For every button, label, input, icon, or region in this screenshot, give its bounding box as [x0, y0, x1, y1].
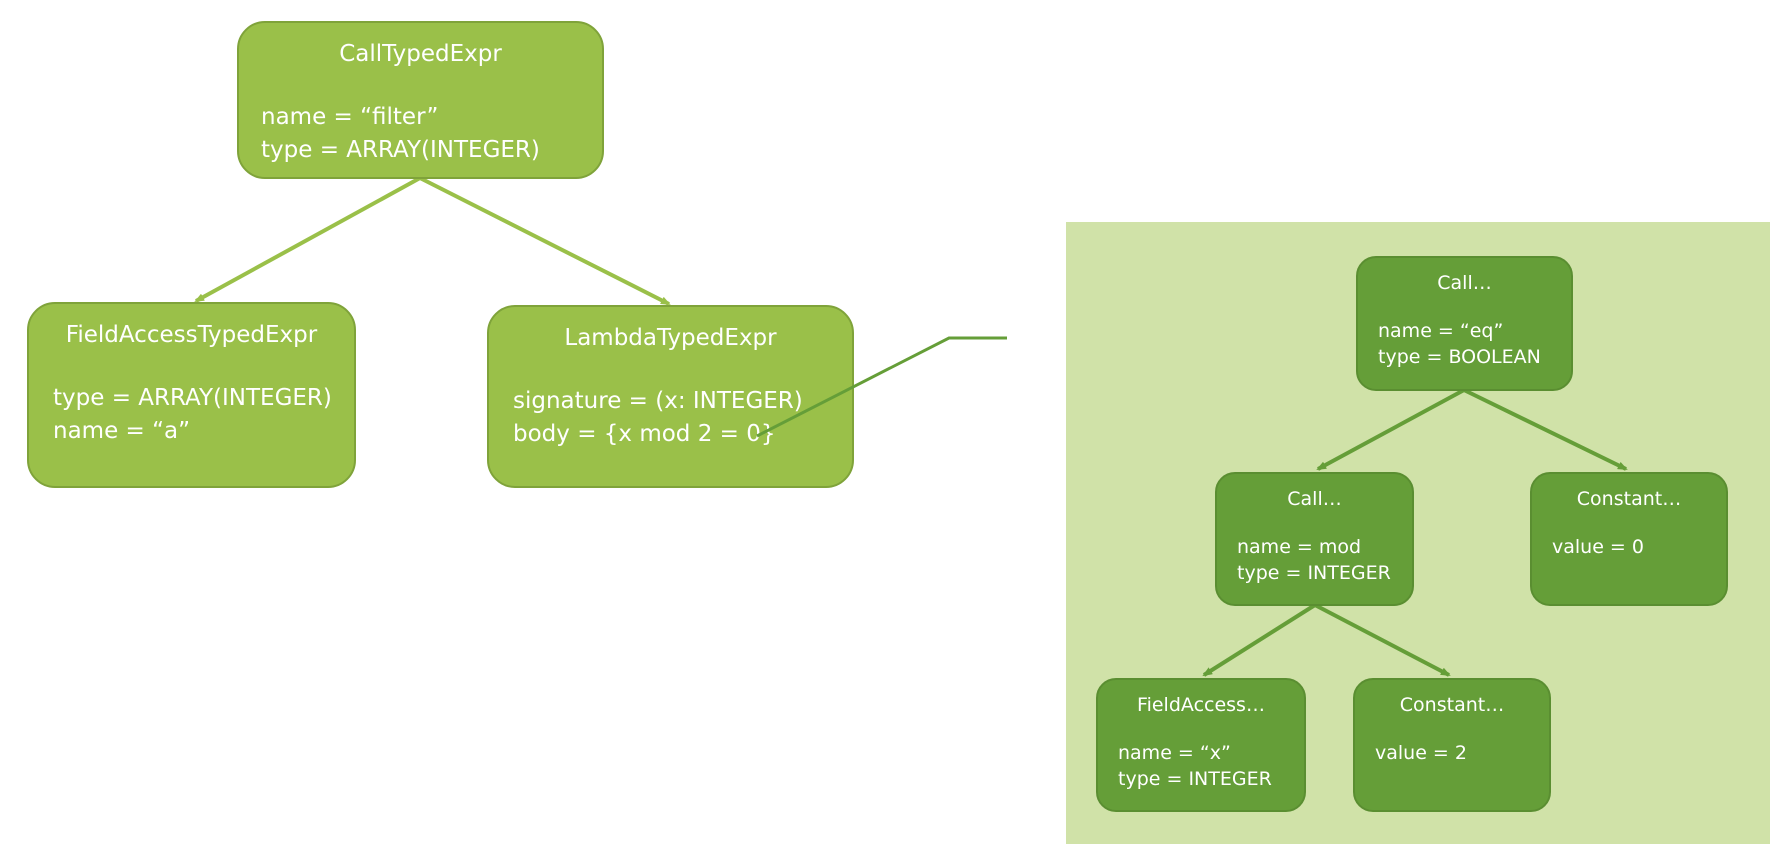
edge-mod-to-field-access-x [1202, 603, 1317, 677]
edge-eq-to-mod [1316, 388, 1465, 471]
node-attribute: name = “a” [53, 418, 191, 444]
edge-eq-to-constant-zero [1463, 388, 1628, 471]
edge-call-to-lambda [419, 176, 671, 306]
node-attribute: name = “x” [1118, 742, 1231, 764]
constant-two-node: Constant… value = 2 [1353, 678, 1551, 812]
call-mod-node: Call… name = mod type = INTEGER [1215, 472, 1414, 606]
node-attribute: body = {x mod 2 = 0} [513, 421, 776, 447]
node-title: CallTypedExpr [339, 41, 502, 67]
edge-mod-to-constant-two [1314, 603, 1451, 677]
node-title: Call… [1287, 488, 1342, 510]
node-title: FieldAccess… [1137, 694, 1265, 716]
node-attribute: type = INTEGER [1237, 562, 1391, 584]
lambda-body-callout-line [756, 336, 1007, 438]
node-title: Constant… [1576, 488, 1682, 510]
node-title: Call… [1437, 272, 1492, 294]
node-attribute: signature = (x: INTEGER) [513, 388, 803, 414]
edge-call-to-field-access [194, 176, 421, 303]
node-attribute: type = BOOLEAN [1378, 346, 1541, 368]
node-title: Constant… [1399, 694, 1505, 716]
node-title: LambdaTypedExpr [564, 325, 777, 351]
node-attribute: name = “eq” [1378, 320, 1504, 342]
field-access-x-node: FieldAccess… name = “x” type = INTEGER [1096, 678, 1306, 812]
node-attribute: name = “filter” [261, 104, 439, 130]
node-attribute: type = INTEGER [1118, 768, 1272, 790]
call-eq-node: Call… name = “eq” type = BOOLEAN [1356, 256, 1573, 391]
node-attribute: name = mod [1237, 536, 1362, 558]
node-attribute: value = 0 [1552, 536, 1644, 558]
node-attribute: type = ARRAY(INTEGER) [261, 137, 540, 163]
node-attribute: value = 2 [1375, 742, 1467, 764]
lambda-typed-expr-node: LambdaTypedExpr signature = (x: INTEGER)… [487, 305, 854, 488]
constant-zero-node: Constant… value = 0 [1530, 472, 1728, 606]
node-attribute: type = ARRAY(INTEGER) [53, 385, 332, 411]
node-title: FieldAccessTypedExpr [65, 322, 318, 348]
field-access-typed-expr-node: FieldAccessTypedExpr type = ARRAY(INTEGE… [27, 302, 356, 488]
call-typed-expr-node: CallTypedExpr name = “filter” type = ARR… [237, 21, 604, 179]
